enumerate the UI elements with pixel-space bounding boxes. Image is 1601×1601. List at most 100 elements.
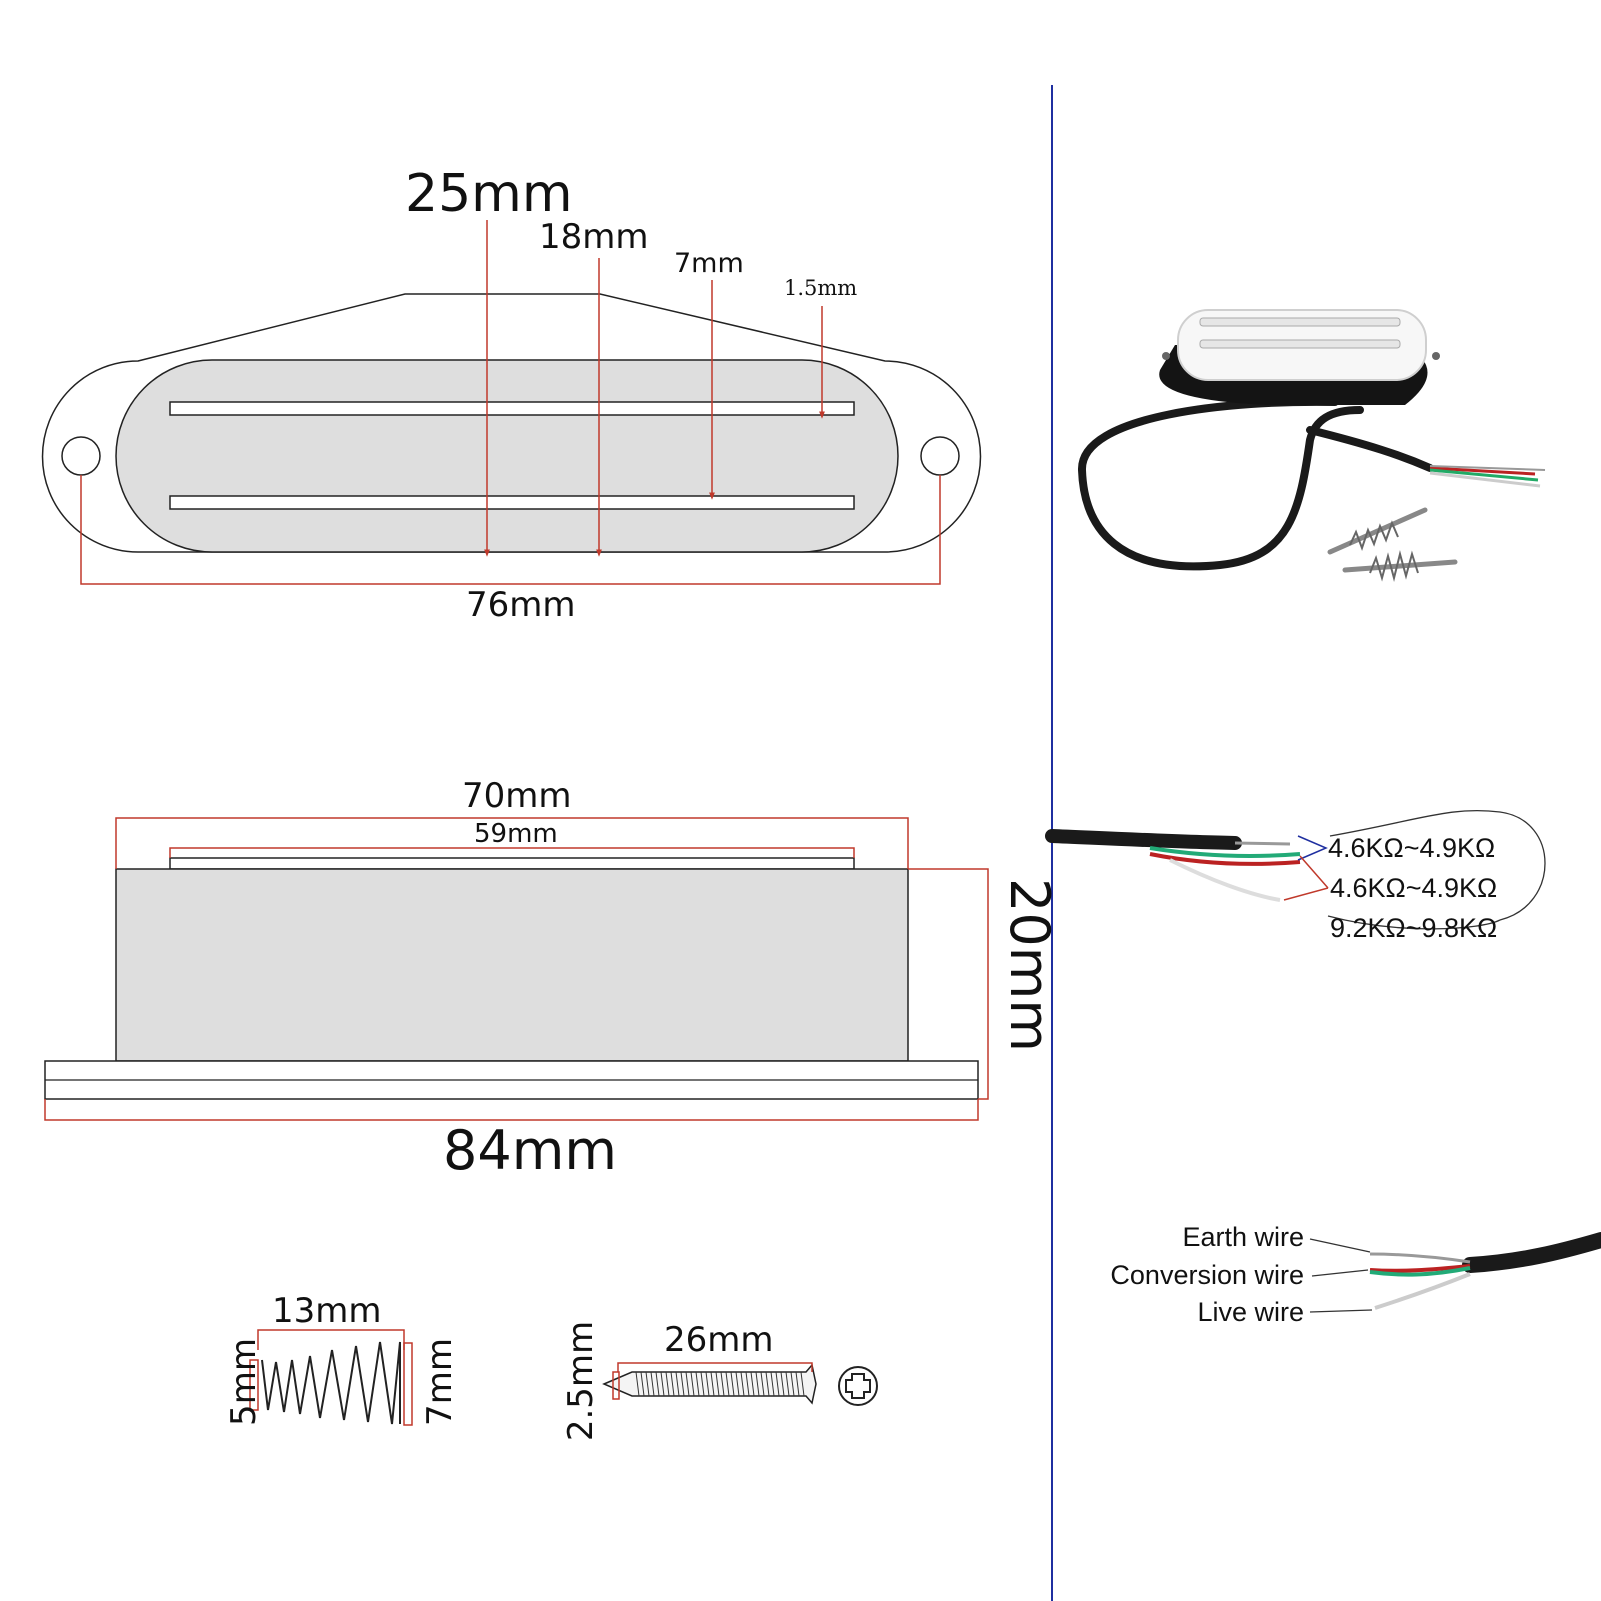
side-top-rail [169,857,855,870]
screw-thread [660,1371,665,1397]
screw-thread [710,1371,715,1397]
screw-thread [750,1371,755,1397]
dim-label-26mm: 26mm [664,1320,774,1360]
screw-thread [740,1371,745,1397]
dim-line-70mm [115,817,909,869]
pickup-top-view [41,220,982,585]
screw-thread [755,1371,760,1397]
screw-thread [650,1371,655,1397]
dim-label-18mm: 18mm [539,217,649,257]
wire-label-diagram [1309,1232,1601,1313]
screw-thread [690,1371,695,1397]
cable-middle [1045,829,1242,850]
screw-thread [780,1371,785,1397]
photo-rail-top [1199,317,1401,327]
dim-label-25mm: 25mm [405,164,573,224]
dim-label-76mm: 76mm [466,585,576,625]
screw-thread [680,1371,685,1397]
dim-line-59mm [169,847,855,858]
dim-label-84mm: 84mm [443,1119,617,1182]
screw-thread [785,1371,790,1397]
cable-lead [1306,426,1434,472]
screw-thread [775,1371,780,1397]
dim-label-5mm: 5mm [223,1338,264,1426]
cable-loop [1077,397,1364,571]
dim-label-13mm: 13mm [272,1291,382,1331]
res-wire-bare [1234,841,1291,846]
res-bracket-red-1 [1299,855,1329,889]
screw-thread [640,1371,645,1397]
wire-red [1429,466,1536,476]
spring-drawing [249,1329,413,1426]
screw-thread [635,1371,640,1397]
live-wire-label: Live wire [1197,1297,1304,1327]
earth-wire-label: Earth wire [1182,1222,1304,1252]
wire-bare [1429,465,1546,471]
screw-thread [685,1371,690,1397]
screw-thread [735,1371,740,1397]
screw-drawing [602,1362,878,1406]
mounting-hole-right [920,436,960,476]
photo-hole-left [1162,352,1170,360]
screw-thread [800,1371,805,1397]
resistance-diagram [1045,809,1546,930]
res-bracket-red-2 [1283,887,1329,901]
screw-thread [745,1371,750,1397]
screw-thread [730,1371,735,1397]
side-cover [115,868,909,1062]
dim-label-20mm: 20mm [997,878,1061,1052]
res-wire-red [1149,852,1301,866]
screw-thread [695,1371,700,1397]
screw-thread [715,1371,720,1397]
phillips-cross [845,1373,871,1399]
leader-live [1309,1309,1373,1313]
pole-rail-top [169,401,855,416]
leader-conversion [1311,1269,1369,1277]
res-bracket-blue [1297,835,1328,861]
screw-thread [675,1371,680,1397]
dim-label-59mm: 59mm [474,819,558,849]
bottom-wire-green [1369,1266,1471,1277]
product-photo [1077,309,1546,582]
screw-thread [700,1371,705,1397]
res-wire-green [1149,846,1301,858]
bottom-wire-white [1374,1272,1471,1310]
photo-hole-right [1432,352,1440,360]
wire-green [1429,468,1539,482]
dim-label-7mm-spring: 7mm [419,1338,460,1426]
screw-thread [790,1371,795,1397]
cable-bottom [1462,1232,1601,1273]
conversion-wire-label: Conversion wire [1110,1260,1304,1290]
screw-thread [725,1371,730,1397]
screw-thread [705,1371,710,1397]
dim-label-1-5mm: 1.5mm [784,276,858,300]
screw-thread [770,1371,775,1397]
screw-thread [765,1371,770,1397]
spring-coils [261,1341,401,1425]
wire-white [1429,471,1541,488]
screw-thread [645,1371,650,1397]
screw-body [602,1363,817,1405]
dim-line-5mm [249,1359,259,1411]
screw-thread [795,1371,800,1397]
screw-thread [655,1371,660,1397]
pole-rail-bottom [169,495,855,510]
photo-screw-1 [1327,507,1428,555]
res-wire-white [1169,858,1281,902]
mounting-hole-left [61,436,101,476]
screw-thread [720,1371,725,1397]
dim-label-7mm: 7mm [674,248,744,279]
bottom-wire-red [1369,1264,1471,1273]
dim-line-7mm-spring [403,1342,413,1426]
screw-thread [760,1371,765,1397]
screw-thread [665,1371,670,1397]
dim-label-70mm: 70mm [462,776,572,816]
dim-label-2-5mm: 2.5mm [561,1320,602,1442]
dim-line-13mm [257,1329,405,1350]
leader-earth [1309,1238,1371,1253]
screw-thread [670,1371,675,1397]
screw-threads [635,1371,805,1397]
photo-screw-2 [1342,550,1458,582]
resistance-label-total: 9.2KΩ~9.8KΩ [1330,913,1498,943]
